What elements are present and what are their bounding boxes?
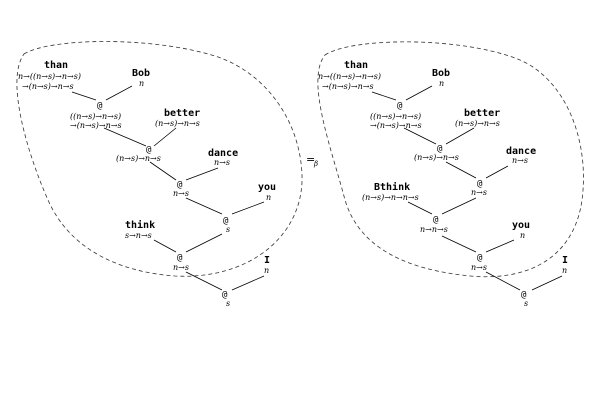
edge-app4-app5 xyxy=(185,233,223,253)
type-you: n xyxy=(266,193,271,202)
type-app5: n→s xyxy=(173,263,189,272)
type-better: (n→s)→n→s xyxy=(155,119,200,128)
edge-app2-app3 xyxy=(149,161,177,181)
type-app2: (n→s)→n→s xyxy=(116,154,161,163)
edge-app5-app6 xyxy=(485,271,521,291)
type-app1-line2: →(n→s)→n→s xyxy=(70,121,122,130)
type-app6: s xyxy=(226,299,230,308)
app-node-1: @ xyxy=(397,101,403,111)
type-app1-line1: ((n→s)→n→s) xyxy=(70,112,121,121)
edge-bob-app1 xyxy=(405,85,433,101)
app-node-6: @ xyxy=(521,290,527,300)
edge-i-app6 xyxy=(231,275,265,291)
edge-think-app5 xyxy=(153,239,177,253)
type-bob: n xyxy=(139,79,144,88)
edge-app3-app4 xyxy=(185,197,223,215)
edge-dance-app3 xyxy=(485,165,509,179)
edge-than-app1 xyxy=(71,91,97,101)
type-app1-line1: ((n→s)→n→s) xyxy=(370,112,421,121)
app-node-4: @ xyxy=(433,215,439,225)
type-app5: n→s xyxy=(471,263,487,272)
edge-you-app4 xyxy=(231,201,265,215)
type-app6: s xyxy=(524,299,528,308)
type-i: n xyxy=(562,266,567,275)
app-node-2: @ xyxy=(437,144,443,154)
word-than: than xyxy=(44,60,68,71)
type-than-line2: →(n→s)→n→s xyxy=(22,82,74,91)
type-app3: n→s xyxy=(471,188,487,197)
type-app4: n→n→s xyxy=(420,225,448,234)
edge-app1-app2 xyxy=(403,127,437,145)
right-subterm-boundary xyxy=(317,41,584,278)
app-node-3: @ xyxy=(477,179,483,189)
type-you: n xyxy=(520,231,525,240)
app-node-5: @ xyxy=(477,253,483,263)
type-bthink: (n→s)→n→n→s xyxy=(362,193,419,202)
left-tree: than n→((n→s)→n→s) →(n→s)→n→s Bob n @ ((… xyxy=(16,41,303,308)
type-i: n xyxy=(264,266,269,275)
type-app1-line2: →(n→s)→n→s xyxy=(370,121,422,130)
edge-app2-app3 xyxy=(445,161,477,179)
type-app4: s xyxy=(226,225,230,234)
edge-app5-app6 xyxy=(185,271,223,291)
app-node-4: @ xyxy=(223,216,229,226)
equals-symbol: = xyxy=(306,153,315,166)
edge-better-app2 xyxy=(445,127,475,145)
app-node-2: @ xyxy=(146,145,152,155)
type-dance: n→s xyxy=(214,158,230,167)
word-better: better xyxy=(464,108,500,119)
edge-bthink-app4 xyxy=(407,201,433,215)
word-bthink: Bthink xyxy=(374,181,410,193)
word-you: you xyxy=(258,182,276,193)
type-than-line1: n→((n→s)→n→s) xyxy=(318,72,381,81)
word-than: than xyxy=(344,60,368,71)
beta-equals-sign: = β xyxy=(306,153,318,168)
word-think: think xyxy=(125,219,155,231)
edge-app3-app4 xyxy=(441,197,477,215)
edge-better-app2 xyxy=(153,127,177,147)
type-than-line1: n→((n→s)→n→s) xyxy=(18,72,81,81)
edge-app1-app2 xyxy=(103,127,147,147)
word-i: I xyxy=(264,255,270,266)
beta-subscript: β xyxy=(313,160,318,168)
type-dance: n→s xyxy=(512,156,528,165)
type-than-line2: →(n→s)→n→s xyxy=(322,82,374,91)
word-bob: Bob xyxy=(132,68,150,79)
word-better: better xyxy=(164,108,200,119)
word-bob: Bob xyxy=(432,68,450,79)
word-dance: dance xyxy=(208,148,238,159)
edge-than-app1 xyxy=(371,91,397,101)
edge-dance-app3 xyxy=(185,167,219,181)
app-node-5: @ xyxy=(177,253,183,263)
app-node-1: @ xyxy=(97,101,103,111)
type-bob: n xyxy=(439,79,444,88)
edge-bob-app1 xyxy=(105,85,133,101)
edge-you-app5 xyxy=(485,239,515,253)
app-node-6: @ xyxy=(222,290,228,300)
type-think: s→n→s xyxy=(125,231,152,240)
word-i: I xyxy=(562,255,568,266)
app-node-3: @ xyxy=(177,180,183,190)
word-you: you xyxy=(512,220,530,231)
left-subterm-boundary xyxy=(16,41,303,277)
type-better: (n→s)→n→s xyxy=(455,119,500,128)
right-tree: than n→((n→s)→n→s) →(n→s)→n→s Bob n @ ((… xyxy=(317,41,584,308)
type-app2: (n→s)→n→s xyxy=(414,153,459,162)
edge-i-app6 xyxy=(531,275,563,291)
word-dance: dance xyxy=(506,146,536,157)
edge-app4-app5 xyxy=(441,235,477,253)
type-app3: n→s xyxy=(173,189,189,198)
